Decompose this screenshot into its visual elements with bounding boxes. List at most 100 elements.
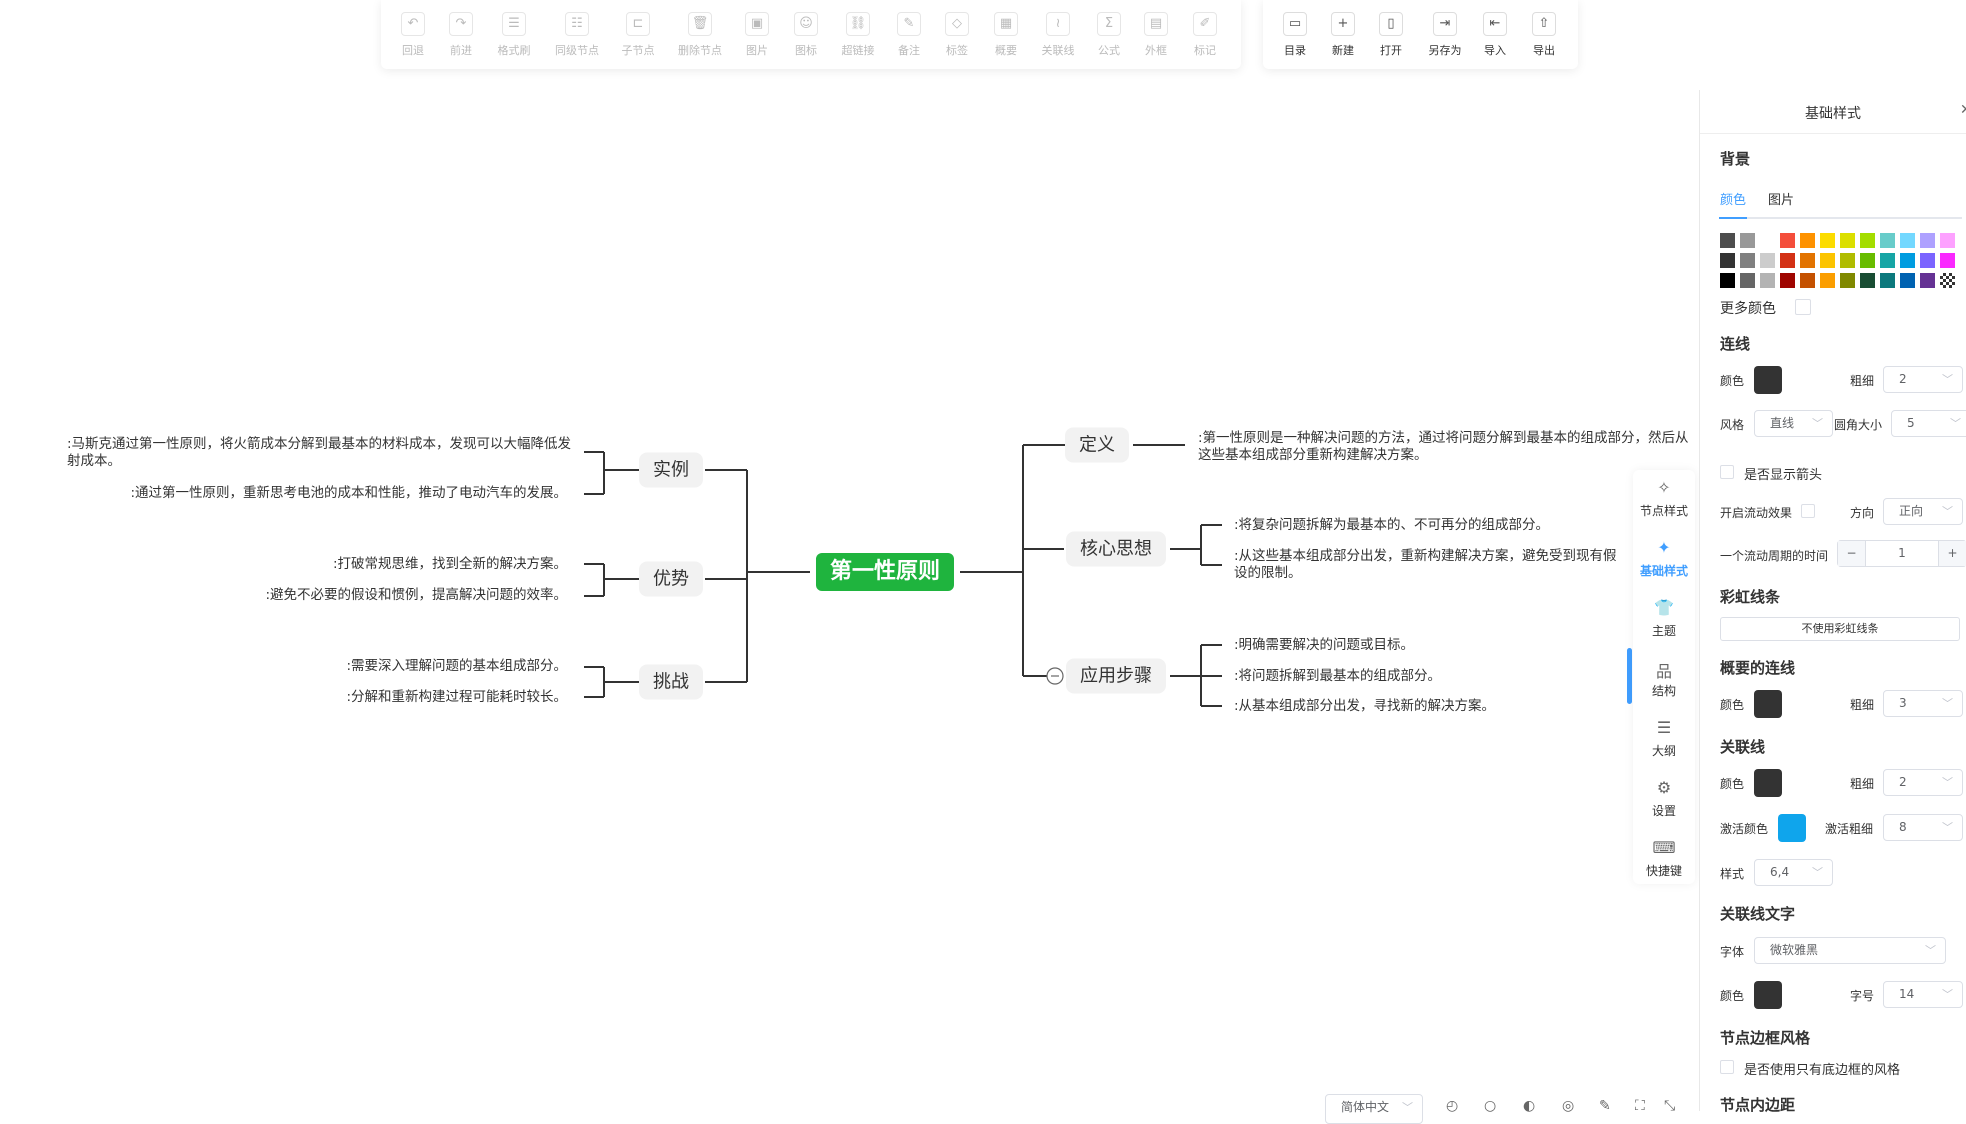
assoc-width-select[interactable]: 2﹀: [1883, 769, 1963, 796]
summary-width-select[interactable]: 3﹀: [1883, 690, 1963, 717]
color-swatch[interactable]: [1940, 253, 1955, 268]
navigator-icon[interactable]: ◎: [1562, 1098, 1575, 1114]
node-definition[interactable]: 定义: [1065, 427, 1129, 463]
line-color-swatch[interactable]: [1754, 366, 1782, 394]
toolbar-button-2[interactable]: ☰格式刷: [489, 12, 539, 58]
node-challenges[interactable]: 挑战: [639, 664, 703, 700]
sidebar-item-1[interactable]: ✦基础样式: [1633, 538, 1695, 579]
toolbar-button-1[interactable]: +新建: [1318, 12, 1368, 58]
leaf-node[interactable]: :分解和重新构建过程可能耗时较长。: [346, 689, 567, 705]
show-arrow-checkbox[interactable]: [1720, 465, 1734, 479]
toolbar-button-11[interactable]: ▦概要: [981, 12, 1031, 58]
leaf-node[interactable]: :从基本组成部分出发，寻找新的解决方案。: [1234, 698, 1496, 714]
toolbar-button-5[interactable]: ⇧导出: [1519, 12, 1569, 58]
color-swatch[interactable]: [1940, 273, 1955, 288]
color-swatch[interactable]: [1840, 253, 1855, 268]
color-swatch[interactable]: [1720, 253, 1735, 268]
color-swatch[interactable]: [1760, 273, 1775, 288]
color-swatch[interactable]: [1820, 253, 1835, 268]
toolbar-button-9[interactable]: ✎备注: [884, 12, 934, 58]
toolbar-button-14[interactable]: ▤外框: [1131, 12, 1181, 58]
toolbar-button-4[interactable]: ⊏子节点: [613, 12, 663, 58]
node-advantages[interactable]: 优势: [639, 561, 703, 597]
color-swatch[interactable]: [1900, 253, 1915, 268]
toolbar-button-7[interactable]: ☺图标: [781, 12, 831, 58]
assoc-color-swatch[interactable]: [1754, 769, 1782, 797]
sidebar-item-2[interactable]: 👕主题: [1633, 598, 1695, 639]
sidebar-item-0[interactable]: ✧节点样式: [1633, 478, 1695, 519]
leaf-node[interactable]: :避免不必要的假设和惯例，提高解决问题的效率。: [265, 587, 567, 603]
font-select[interactable]: 微软雅黑﹀: [1754, 937, 1946, 964]
summary-color-swatch[interactable]: [1754, 690, 1782, 718]
color-swatch[interactable]: [1720, 273, 1735, 288]
toolbar-button-15[interactable]: ✐标记: [1180, 12, 1230, 58]
color-swatch[interactable]: [1760, 253, 1775, 268]
fullscreen-icon[interactable]: ⤡: [1664, 1098, 1676, 1114]
toolbar-button-6[interactable]: ▣图片: [732, 12, 782, 58]
color-swatch[interactable]: [1880, 253, 1895, 268]
leaf-node[interactable]: :打破常规思维，找到全新的解决方案。: [332, 556, 567, 572]
toolbar-button-5[interactable]: 🗑删除节点: [675, 12, 725, 58]
period-value[interactable]: 1: [1898, 546, 1906, 560]
active-color-swatch[interactable]: [1778, 814, 1806, 842]
leaf-node[interactable]: :马斯克通过第一性原则，将火箭成本分解到最基本的材料成本，发现可以大幅降低发射成…: [67, 436, 572, 469]
toolbar-button-2[interactable]: ▯打开: [1366, 12, 1416, 58]
radius-select[interactable]: 5﹀: [1891, 410, 1966, 437]
sidebar-item-4[interactable]: ☰大纲: [1633, 718, 1695, 759]
color-swatch[interactable]: [1860, 273, 1875, 288]
color-swatch[interactable]: [1920, 273, 1935, 288]
color-swatch[interactable]: [1900, 273, 1915, 288]
color-swatch[interactable]: [1860, 233, 1875, 248]
color-swatch[interactable]: [1820, 273, 1835, 288]
active-width-select[interactable]: 8﹀: [1883, 814, 1963, 841]
language-select[interactable]: 简体中文﹀: [1325, 1094, 1423, 1124]
leaf-node[interactable]: :将问题拆解到最基本的组成部分。: [1234, 668, 1442, 684]
toolbar-button-10[interactable]: ◇标签: [932, 12, 982, 58]
period-stepper[interactable]: − 1 +: [1837, 540, 1966, 567]
leaf-node[interactable]: :需要深入理解问题的基本组成部分。: [346, 658, 567, 674]
color-swatch[interactable]: [1740, 233, 1755, 248]
line-width-select[interactable]: 2﹀: [1883, 366, 1963, 393]
search-icon[interactable]: ○: [1484, 1098, 1497, 1114]
fit-screen-icon[interactable]: ⛶: [1635, 1098, 1645, 1114]
node-steps[interactable]: 应用步骤: [1066, 658, 1166, 694]
tab-image[interactable]: 图片: [1768, 193, 1795, 208]
increment-button[interactable]: +: [1938, 541, 1966, 566]
color-swatch[interactable]: [1740, 273, 1755, 288]
color-swatch[interactable]: [1900, 233, 1915, 248]
tab-color[interactable]: 颜色: [1720, 193, 1747, 208]
font-size-select[interactable]: 14﹀: [1883, 981, 1963, 1008]
color-swatch[interactable]: [1940, 233, 1955, 248]
color-swatch[interactable]: [1780, 253, 1795, 268]
rainbow-button[interactable]: 不使用彩虹线条: [1720, 617, 1960, 641]
color-swatch[interactable]: [1780, 273, 1795, 288]
leaf-node[interactable]: :从这些基本组成部分出发，重新构建解决方案，避免受到现有假设的限制。: [1234, 548, 1617, 581]
toolbar-button-4[interactable]: ⇤导入: [1470, 12, 1520, 58]
line-style-select[interactable]: 直线﹀: [1754, 410, 1833, 437]
node-core-idea[interactable]: 核心思想: [1066, 531, 1166, 567]
toolbar-button-0[interactable]: ↶回退: [388, 12, 438, 58]
color-swatch[interactable]: [1880, 233, 1895, 248]
root-node[interactable]: 第一性原则: [815, 553, 955, 591]
toolbar-button-1[interactable]: ↷前进: [436, 12, 486, 58]
direction-select[interactable]: 正向﹀: [1883, 498, 1963, 525]
toolbar-button-3[interactable]: ⇥另存为: [1420, 12, 1470, 58]
leaf-node[interactable]: :通过第一性原则，重新思考电池的成本和性能，推动了电动汽车的发展。: [130, 485, 567, 501]
sidebar-item-5[interactable]: ⚙设置: [1633, 778, 1695, 819]
locate-icon[interactable]: ◴: [1446, 1098, 1459, 1114]
close-icon[interactable]: ✕: [1960, 102, 1966, 118]
color-swatch[interactable]: [1920, 253, 1935, 268]
color-swatch[interactable]: [1800, 273, 1815, 288]
color-swatch[interactable]: [1800, 253, 1815, 268]
color-swatch[interactable]: [1860, 253, 1875, 268]
toolbar-button-12[interactable]: ≀关联线: [1033, 12, 1083, 58]
color-swatch[interactable]: [1820, 233, 1835, 248]
leaf-node[interactable]: :将复杂问题拆解为最基本的、不可再分的组成部分。: [1234, 517, 1550, 533]
text-color-swatch[interactable]: [1754, 981, 1782, 1009]
toolbar-button-3[interactable]: ☷同级节点: [552, 12, 602, 58]
color-swatch[interactable]: [1840, 233, 1855, 248]
node-examples[interactable]: 实例: [639, 452, 703, 488]
color-swatch[interactable]: [1720, 233, 1735, 248]
sidebar-item-3[interactable]: 品结构: [1633, 658, 1695, 699]
